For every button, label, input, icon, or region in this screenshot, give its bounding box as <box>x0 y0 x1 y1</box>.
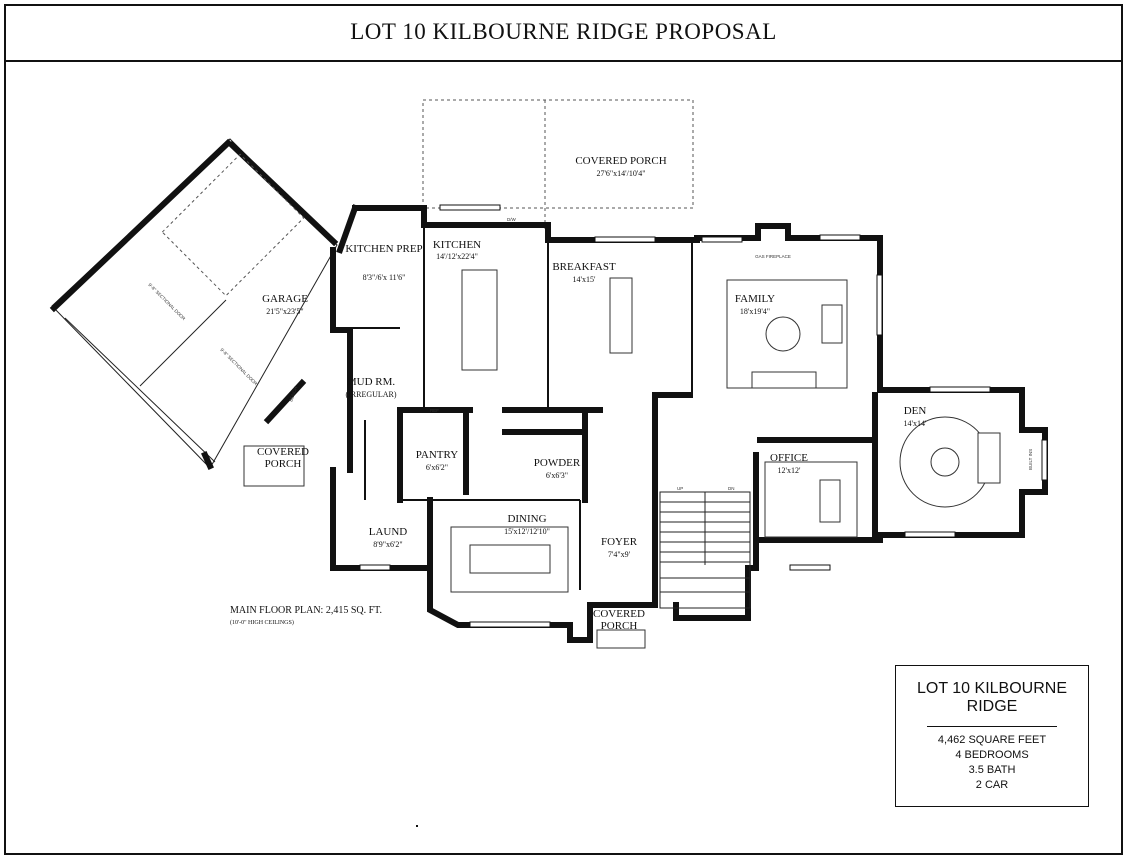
ref-note: REF <box>430 408 439 413</box>
dining-label: DINING <box>507 513 546 525</box>
stray-mark <box>416 825 418 827</box>
mud-room-dims: (IRREGULAR) <box>345 390 396 399</box>
gas-fireplace-note: GAS FIREPLACE <box>755 254 791 259</box>
garage-porch <box>243 445 305 487</box>
front-porch-step <box>596 629 646 649</box>
bench-note: BENCH <box>288 386 298 403</box>
side-porch-label-2: PORCH <box>265 458 302 470</box>
family-side-sofa <box>821 304 843 344</box>
mud-room-label: MUD RM. <box>347 376 396 388</box>
interior-walls <box>340 225 878 608</box>
dn-note: DN <box>728 486 735 491</box>
ceiling-height: (10'-0" HIGH CEILINGS) <box>230 620 294 626</box>
den-dims: 14'x14' <box>904 419 927 428</box>
title-bar: LOT 10 KILBOURNE RIDGE PROPOSAL <box>4 4 1123 62</box>
summary-bedrooms: 4 BEDROOMS <box>955 749 1029 761</box>
summary-baths: 3.5 BATH <box>968 764 1016 776</box>
drawing-frame <box>4 4 1123 855</box>
main-floor-note: MAIN FLOOR PLAN: 2,415 SQ. FT. (10'-0" H… <box>230 605 382 629</box>
powder-label: POWDER <box>534 457 581 469</box>
sectional-door-note-1: 9'-8" SECTIONAL DOOR <box>147 282 187 322</box>
summary-square-feet: 4,462 SQUARE FEET <box>937 734 1047 746</box>
windows <box>359 204 1048 628</box>
room-labels: COVERED PORCH 27'6"x14'/10'4" GARAGE 21'… <box>147 155 1033 632</box>
summary-box: LOT 10 KILBOURNE RIDGE 4,462 SQUARE FEET… <box>895 665 1089 807</box>
pantry-dims: 6'x6'2" <box>426 463 448 472</box>
pantry-label: PANTRY <box>416 449 458 461</box>
garage-dims: 21'5"x23'5" <box>266 307 303 316</box>
kitchen-island <box>461 269 498 371</box>
den-label: DEN <box>904 405 927 417</box>
dw-note: D/W <box>507 217 517 222</box>
kitchen-prep-dims: 8'3"/6'x 11'6" <box>363 273 406 282</box>
family-sofa <box>751 371 817 389</box>
breakfast-label: BREAKFAST <box>552 261 616 273</box>
family-dims: 18'x19'4" <box>740 307 770 316</box>
laund-label: LAUND <box>369 526 408 538</box>
powder-dims: 6'x6'3" <box>546 471 568 480</box>
front-porch-label: COVERED <box>593 608 645 620</box>
sectional-door-note-2: 9'-8" SECTIONAL DOOR <box>219 347 259 387</box>
office-label: OFFICE <box>770 452 808 464</box>
kitchen-label: KITCHEN <box>433 239 481 251</box>
office-dims: 12'x12' <box>778 466 801 475</box>
kitchen-prep-label: KITCHEN PREP <box>345 243 422 255</box>
rear-porch-label: COVERED PORCH <box>575 155 666 167</box>
summary-divider <box>927 726 1057 727</box>
summary-title: LOT 10 KILBOURNE RIDGE <box>917 680 1067 715</box>
office-desk <box>819 479 841 523</box>
rear-porch-outline <box>422 99 694 230</box>
furniture <box>243 269 1001 649</box>
page-title: LOT 10 KILBOURNE RIDGE PROPOSAL <box>350 19 777 44</box>
family-label: FAMILY <box>735 293 775 305</box>
breakfast-dims: 14'x15' <box>573 275 596 284</box>
dining-dims: 15'x12'/12'10" <box>504 527 550 536</box>
kitchen-dims: 14'/12'x22'4" <box>436 252 478 261</box>
garage-label: GARAGE <box>262 293 308 305</box>
foyer-dims: 7'4"x9' <box>608 550 631 559</box>
dining-table <box>469 544 551 574</box>
up-note: UP <box>677 486 683 491</box>
den-coffee-table <box>930 447 960 477</box>
rear-porch-dims: 27'6"x14'/10'4" <box>596 169 645 178</box>
garage-block <box>49 138 339 470</box>
den-sofa <box>977 432 1001 484</box>
family-coffee-table <box>765 316 801 352</box>
breakfast-table <box>609 277 633 354</box>
main-floor-area: MAIN FLOOR PLAN: 2,415 SQ. FT. <box>230 605 383 616</box>
laund-dims: 8'9"x6'2" <box>373 540 402 549</box>
stair-treads <box>660 501 750 593</box>
front-porch-label-2: PORCH <box>601 620 638 632</box>
summary-car: 2 CAR <box>975 779 1009 791</box>
staircase <box>659 491 751 609</box>
foyer-label: FOYER <box>601 536 638 548</box>
side-porch-label: COVERED <box>257 446 309 458</box>
built-ins-note: BUILT INS <box>1028 449 1033 470</box>
office-rug <box>764 461 858 538</box>
